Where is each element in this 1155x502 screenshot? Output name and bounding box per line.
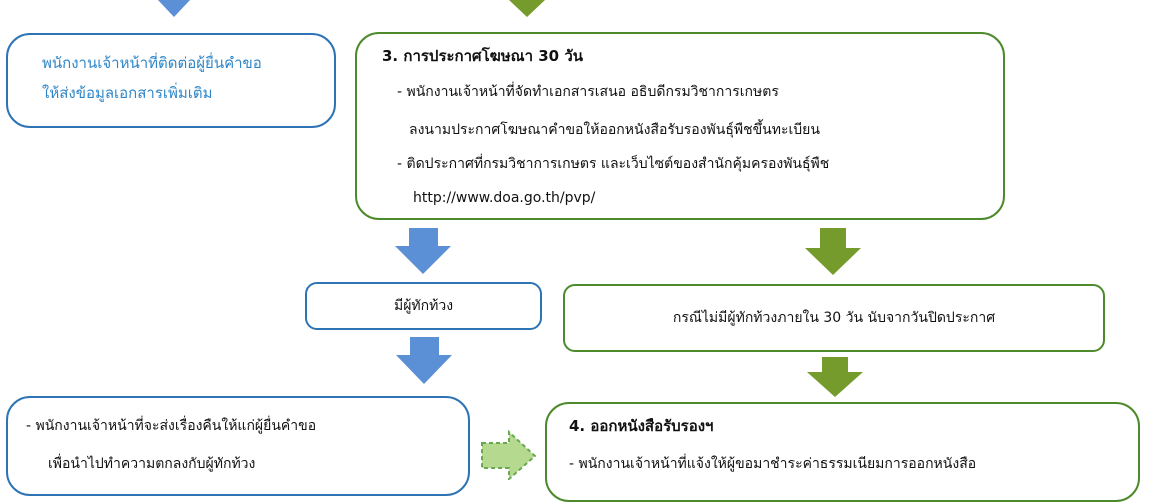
box-contact-applicant: พนักงานเจ้าหน้าที่ติดต่อผู้ยื่นคำขอ ให้ส… bbox=[6, 33, 336, 128]
return-line2: เพื่อนำไปทำความตกลงกับผู้ทักท้วง bbox=[48, 456, 256, 472]
announcement-bullet2-line2: http://www.doa.go.th/pvp/ bbox=[413, 190, 596, 206]
announcement-bullet1-line1: - พนักงานเจ้าหน้าที่จัดทำเอกสารเสนอ อธิบ… bbox=[397, 84, 779, 100]
announcement-bullet2-line1: - ติดประกาศที่กรมวิชาการเกษตร และเว็บไซต… bbox=[397, 156, 830, 172]
announcement-bullet1-line2: ลงนามประกาศโฆษณาคำขอให้ออกหนังสือรับรองพ… bbox=[409, 122, 820, 138]
arrow-down-green-top bbox=[509, 0, 545, 17]
box-contact-line1: พนักงานเจ้าหน้าที่ติดต่อผู้ยื่นคำขอ bbox=[42, 54, 262, 72]
box-no-objection: กรณีไม่มีผู้ทักท้วงภายใน 30 วัน นับจากวั… bbox=[563, 284, 1105, 352]
box-contact-line2: ให้ส่งข้อมูลเอกสารเพิ่มเติม bbox=[42, 84, 213, 102]
box-objection: มีผู้ทักท้วง bbox=[305, 282, 542, 330]
box-certificate: 4. ออกหนังสือรับรองฯ - พนักงานเจ้าหน้าที… bbox=[545, 402, 1140, 502]
box-announcement: 3. การประกาศโฆษณา 30 วัน - พนักงานเจ้าหน… bbox=[355, 32, 1005, 220]
arrow-right-dashed bbox=[481, 429, 537, 480]
box-return-to-applicant: - พนักงานเจ้าหน้าที่จะส่งเรื่องคืนให้แก่… bbox=[6, 396, 470, 496]
arrow-down-green-middle bbox=[805, 228, 861, 275]
box-announcement-title: 3. การประกาศโฆษณา 30 วัน bbox=[382, 47, 583, 65]
objection-label: มีผู้ทักท้วง bbox=[393, 298, 454, 314]
arrow-down-blue-top bbox=[158, 0, 190, 17]
arrow-down-blue-middle bbox=[395, 228, 451, 274]
flow-arrows bbox=[158, 0, 863, 480]
arrow-down-green-lower bbox=[807, 357, 863, 397]
certificate-bullet1-line1: - พนักงานเจ้าหน้าที่แจ้งให้ผู้ขอมาชำระค่… bbox=[569, 456, 977, 472]
arrow-down-blue-lower bbox=[396, 337, 452, 384]
no-objection-label: กรณีไม่มีผู้ทักท้วงภายใน 30 วัน นับจากวั… bbox=[672, 310, 996, 326]
return-line1: - พนักงานเจ้าหน้าที่จะส่งเรื่องคืนให้แก่… bbox=[26, 418, 317, 434]
certificate-title: 4. ออกหนังสือรับรองฯ bbox=[569, 417, 714, 435]
